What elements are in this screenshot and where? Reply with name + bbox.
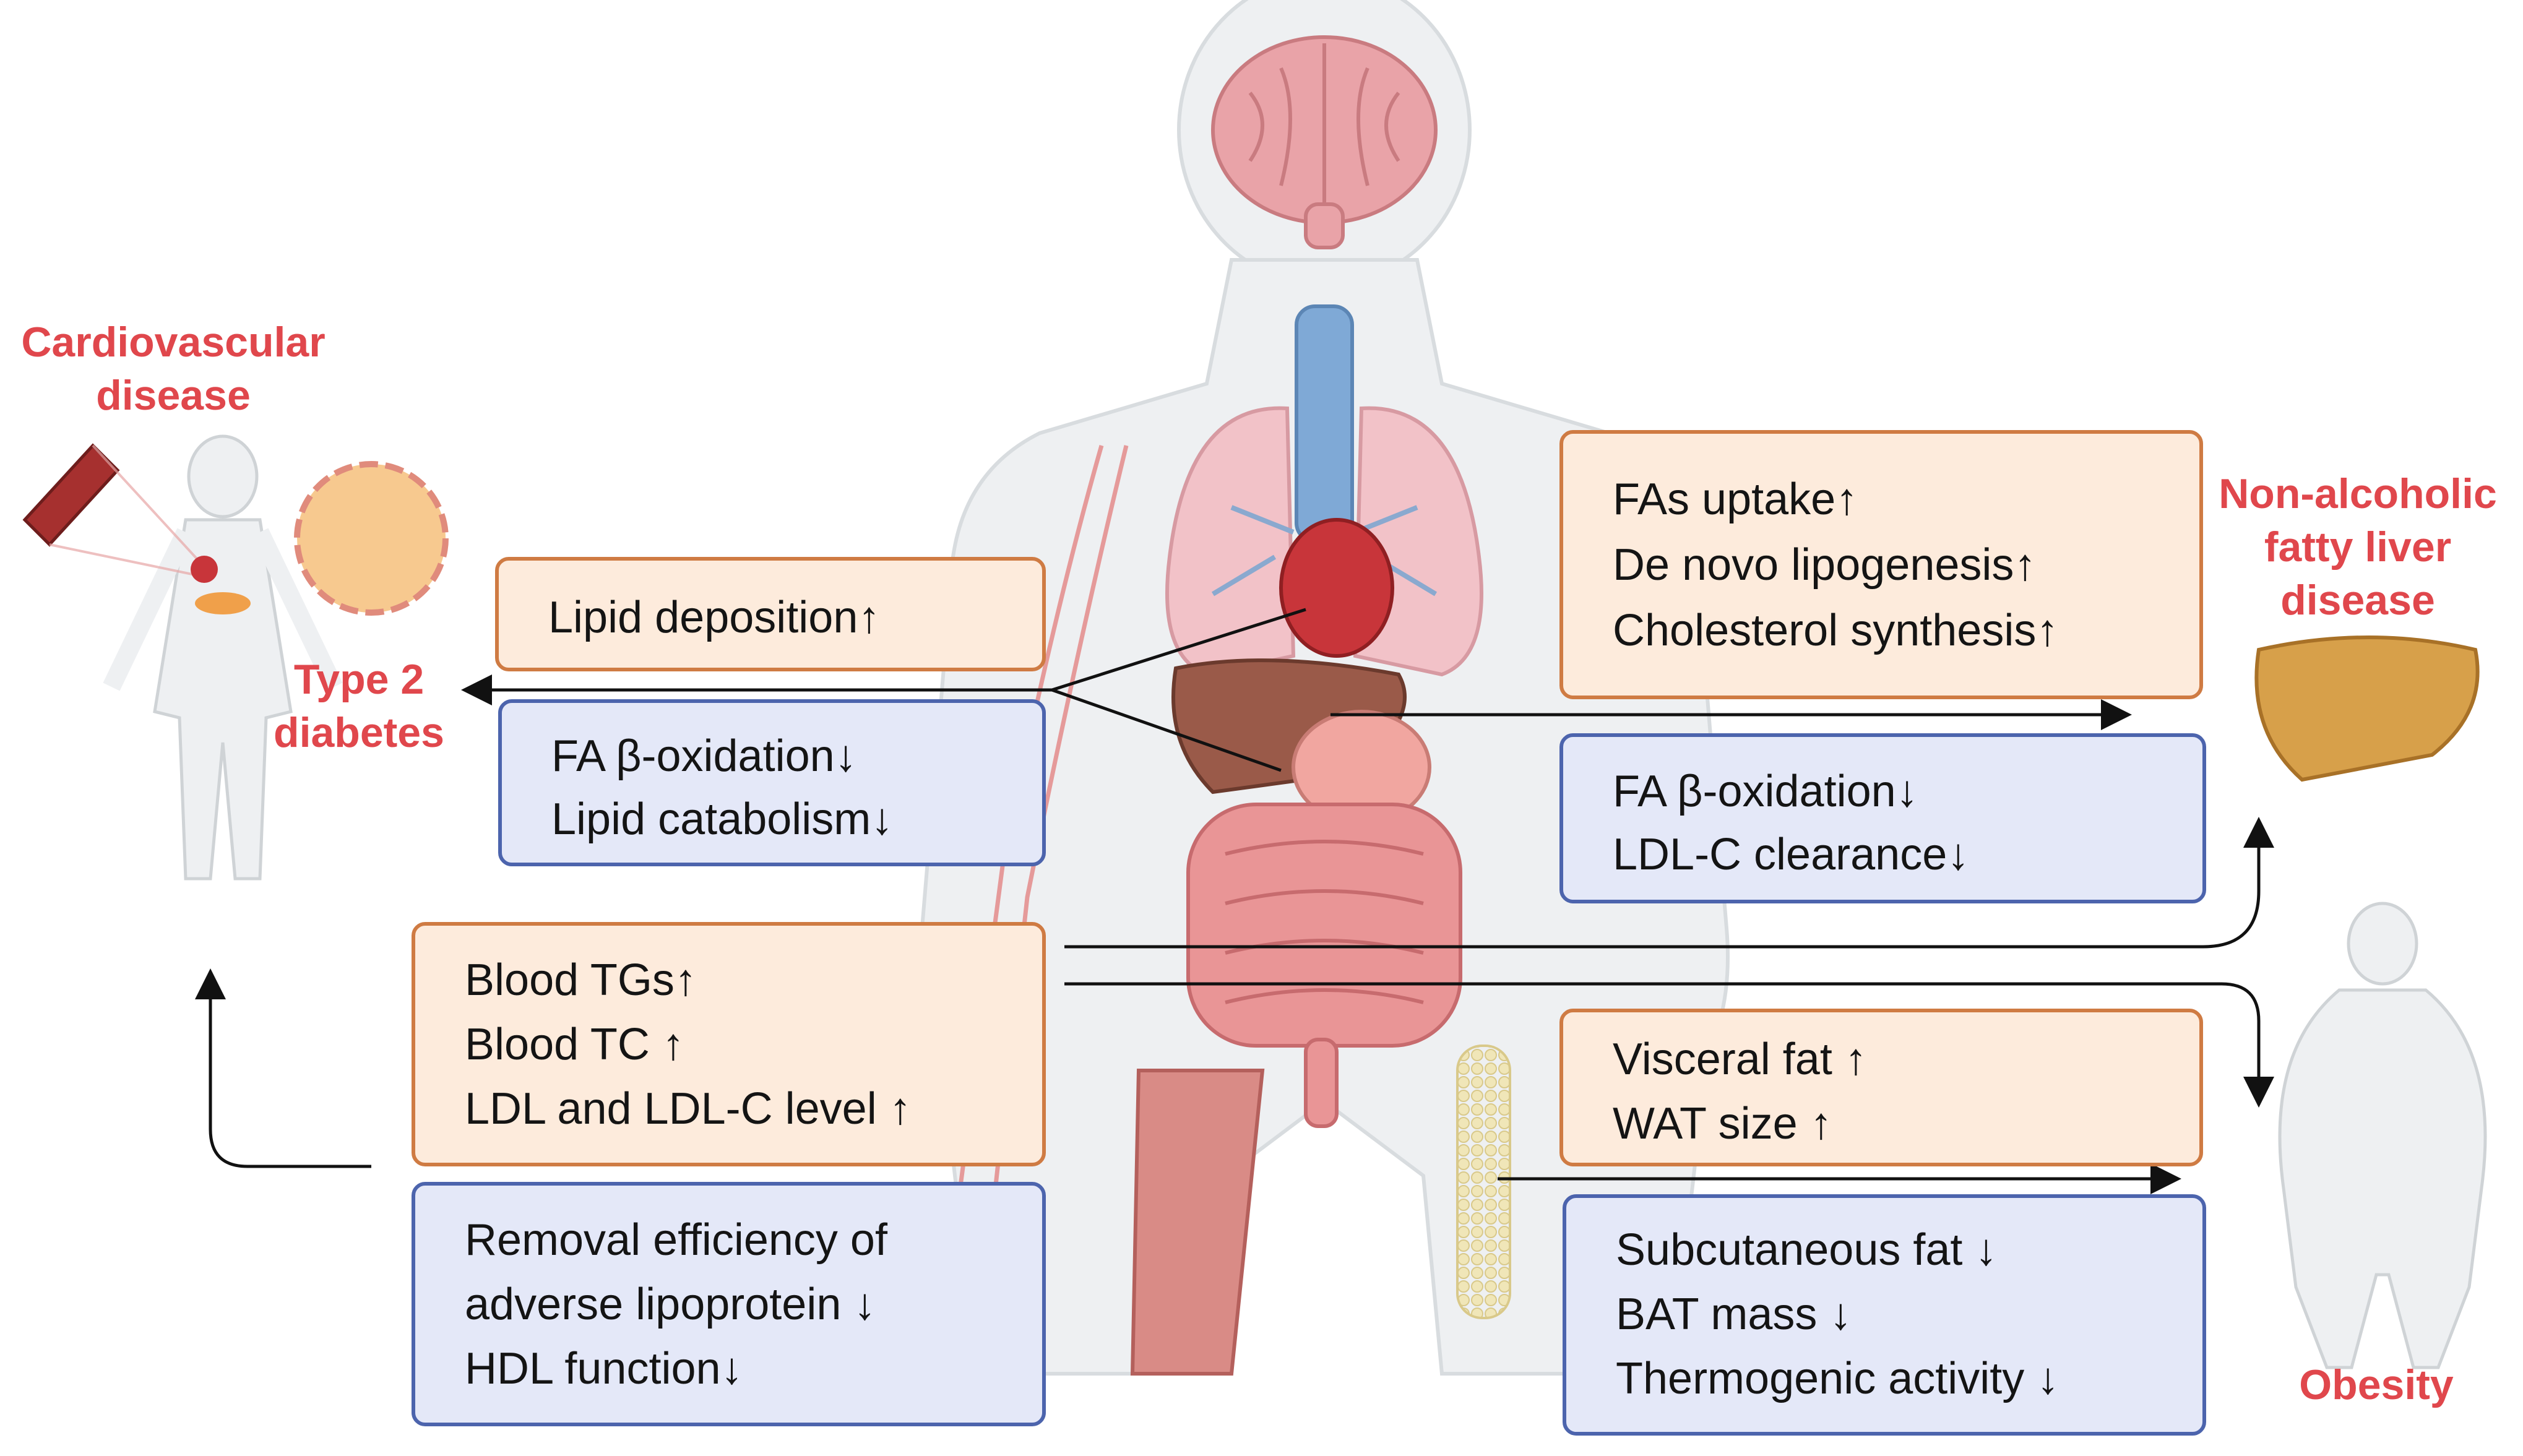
text-line: WAT size ↑ bbox=[1613, 1099, 1832, 1148]
trachea-icon bbox=[1295, 304, 1354, 543]
box-fat-increase: Visceral fat ↑ WAT size ↑ bbox=[1559, 1009, 2203, 1166]
box-blood-decrease: Removal efficiency of adverse lipoprotei… bbox=[412, 1182, 1046, 1426]
label-nafld: Non-alcoholic fatty liver disease bbox=[2203, 467, 2512, 627]
pancreas-cells-icon bbox=[294, 461, 449, 616]
heart-icon bbox=[1279, 518, 1394, 658]
text-line: LDL and LDL-C level ↑ bbox=[465, 1084, 912, 1134]
connector-arrows bbox=[195, 608, 2274, 1194]
label-line: Cardiovascular bbox=[21, 319, 326, 366]
text-line: FA β-oxidation↓ bbox=[1613, 767, 1918, 816]
adipose-tissue-icon bbox=[1456, 1045, 1511, 1319]
box-liver-decrease: FA β-oxidation↓ LDL-C clearance↓ bbox=[1559, 733, 2206, 903]
label-line: disease bbox=[2280, 577, 2435, 624]
text-line: Visceral fat ↑ bbox=[1613, 1035, 1867, 1084]
text-line: FA β-oxidation↓ bbox=[551, 731, 857, 781]
text-line: Removal efficiency of bbox=[465, 1215, 887, 1265]
text-line: Lipid deposition↑ bbox=[548, 593, 881, 642]
muscle-icon bbox=[1130, 1069, 1265, 1376]
text-line: De novo lipogenesis↑ bbox=[1613, 540, 2037, 590]
text-line: LDL-C clearance↓ bbox=[1613, 830, 1970, 879]
label-line: Type 2 bbox=[293, 656, 425, 703]
label-line: Non-alcoholic bbox=[2219, 470, 2497, 517]
text-line: Cholesterol synthesis↑ bbox=[1613, 606, 2059, 655]
label-cardiovascular-disease: Cardiovascular disease bbox=[0, 316, 347, 422]
box-fat-decrease: Subcutaneous fat ↓ BAT mass ↓ Thermogeni… bbox=[1563, 1194, 2206, 1436]
text-line: Lipid catabolism↓ bbox=[551, 795, 894, 844]
label-type2-diabetes: Type 2 diabetes bbox=[248, 653, 470, 759]
human-figure-obese bbox=[2278, 902, 2487, 1369]
text-line: Blood TC ↑ bbox=[465, 1020, 684, 1069]
fatty-liver-icon bbox=[2254, 635, 2480, 782]
human-figure-left bbox=[103, 434, 343, 881]
artery-plaque-icon bbox=[22, 443, 120, 547]
box-liver-increase: FAs uptake↑ De novo lipogenesis↑ Cholest… bbox=[1559, 430, 2203, 699]
brain-icon bbox=[1211, 35, 1438, 249]
label-line: fatty liver bbox=[2264, 523, 2452, 571]
label-line: diabetes bbox=[274, 709, 444, 756]
label-obesity: Obesity bbox=[2299, 1361, 2454, 1408]
box-muscle-decrease: FA β-oxidation↓ Lipid catabolism↓ bbox=[498, 699, 1046, 866]
box-lipid-deposition: Lipid deposition↑ bbox=[495, 557, 1046, 671]
label-line: disease bbox=[96, 372, 251, 419]
text-line: FAs uptake↑ bbox=[1613, 475, 1858, 524]
text-line: Thermogenic activity ↓ bbox=[1616, 1354, 2059, 1403]
text-line: HDL function↓ bbox=[465, 1344, 743, 1394]
text-line: adverse lipoprotein ↓ bbox=[465, 1280, 876, 1329]
box-blood-increase: Blood TGs↑ Blood TC ↑ LDL and LDL-C leve… bbox=[412, 922, 1046, 1166]
text-line: BAT mass ↓ bbox=[1616, 1290, 1852, 1339]
text-line: Blood TGs↑ bbox=[465, 955, 697, 1005]
text-line: Subcutaneous fat ↓ bbox=[1616, 1225, 1998, 1275]
